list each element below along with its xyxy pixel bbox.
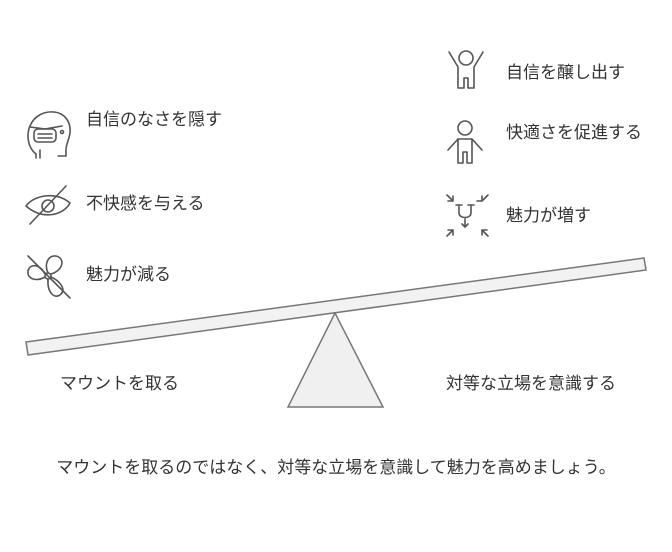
right-item-2-text: 快適さを促進する — [506, 123, 642, 143]
diagram-caption: マウントを取るのではなく、対等な立場を意識して魅力を高めましょう。 — [56, 458, 616, 478]
fan-off-icon — [27, 255, 71, 299]
right-item-3-text: 魅力が増す — [506, 206, 591, 226]
eye-slash-icon — [25, 185, 71, 225]
right-side-label: 対等な立場を意識する — [446, 374, 616, 394]
left-item-1-text: 自信のなさを隠す — [86, 110, 222, 130]
right-item-1-text: 自信を醸し出す — [506, 63, 625, 83]
person-arms-down-icon — [447, 120, 483, 164]
person-arms-up-icon — [448, 50, 484, 89]
seesaw-plank — [25, 257, 647, 356]
fulcrum-triangle — [286, 311, 385, 408]
masked-face-icon — [27, 111, 71, 159]
left-side-label: マウントを取る — [60, 374, 179, 394]
left-item-3-text: 魅力が減る — [86, 265, 171, 285]
left-item-2-text: 不快感を与える — [86, 194, 205, 214]
magnet-attract-icon — [446, 194, 489, 237]
